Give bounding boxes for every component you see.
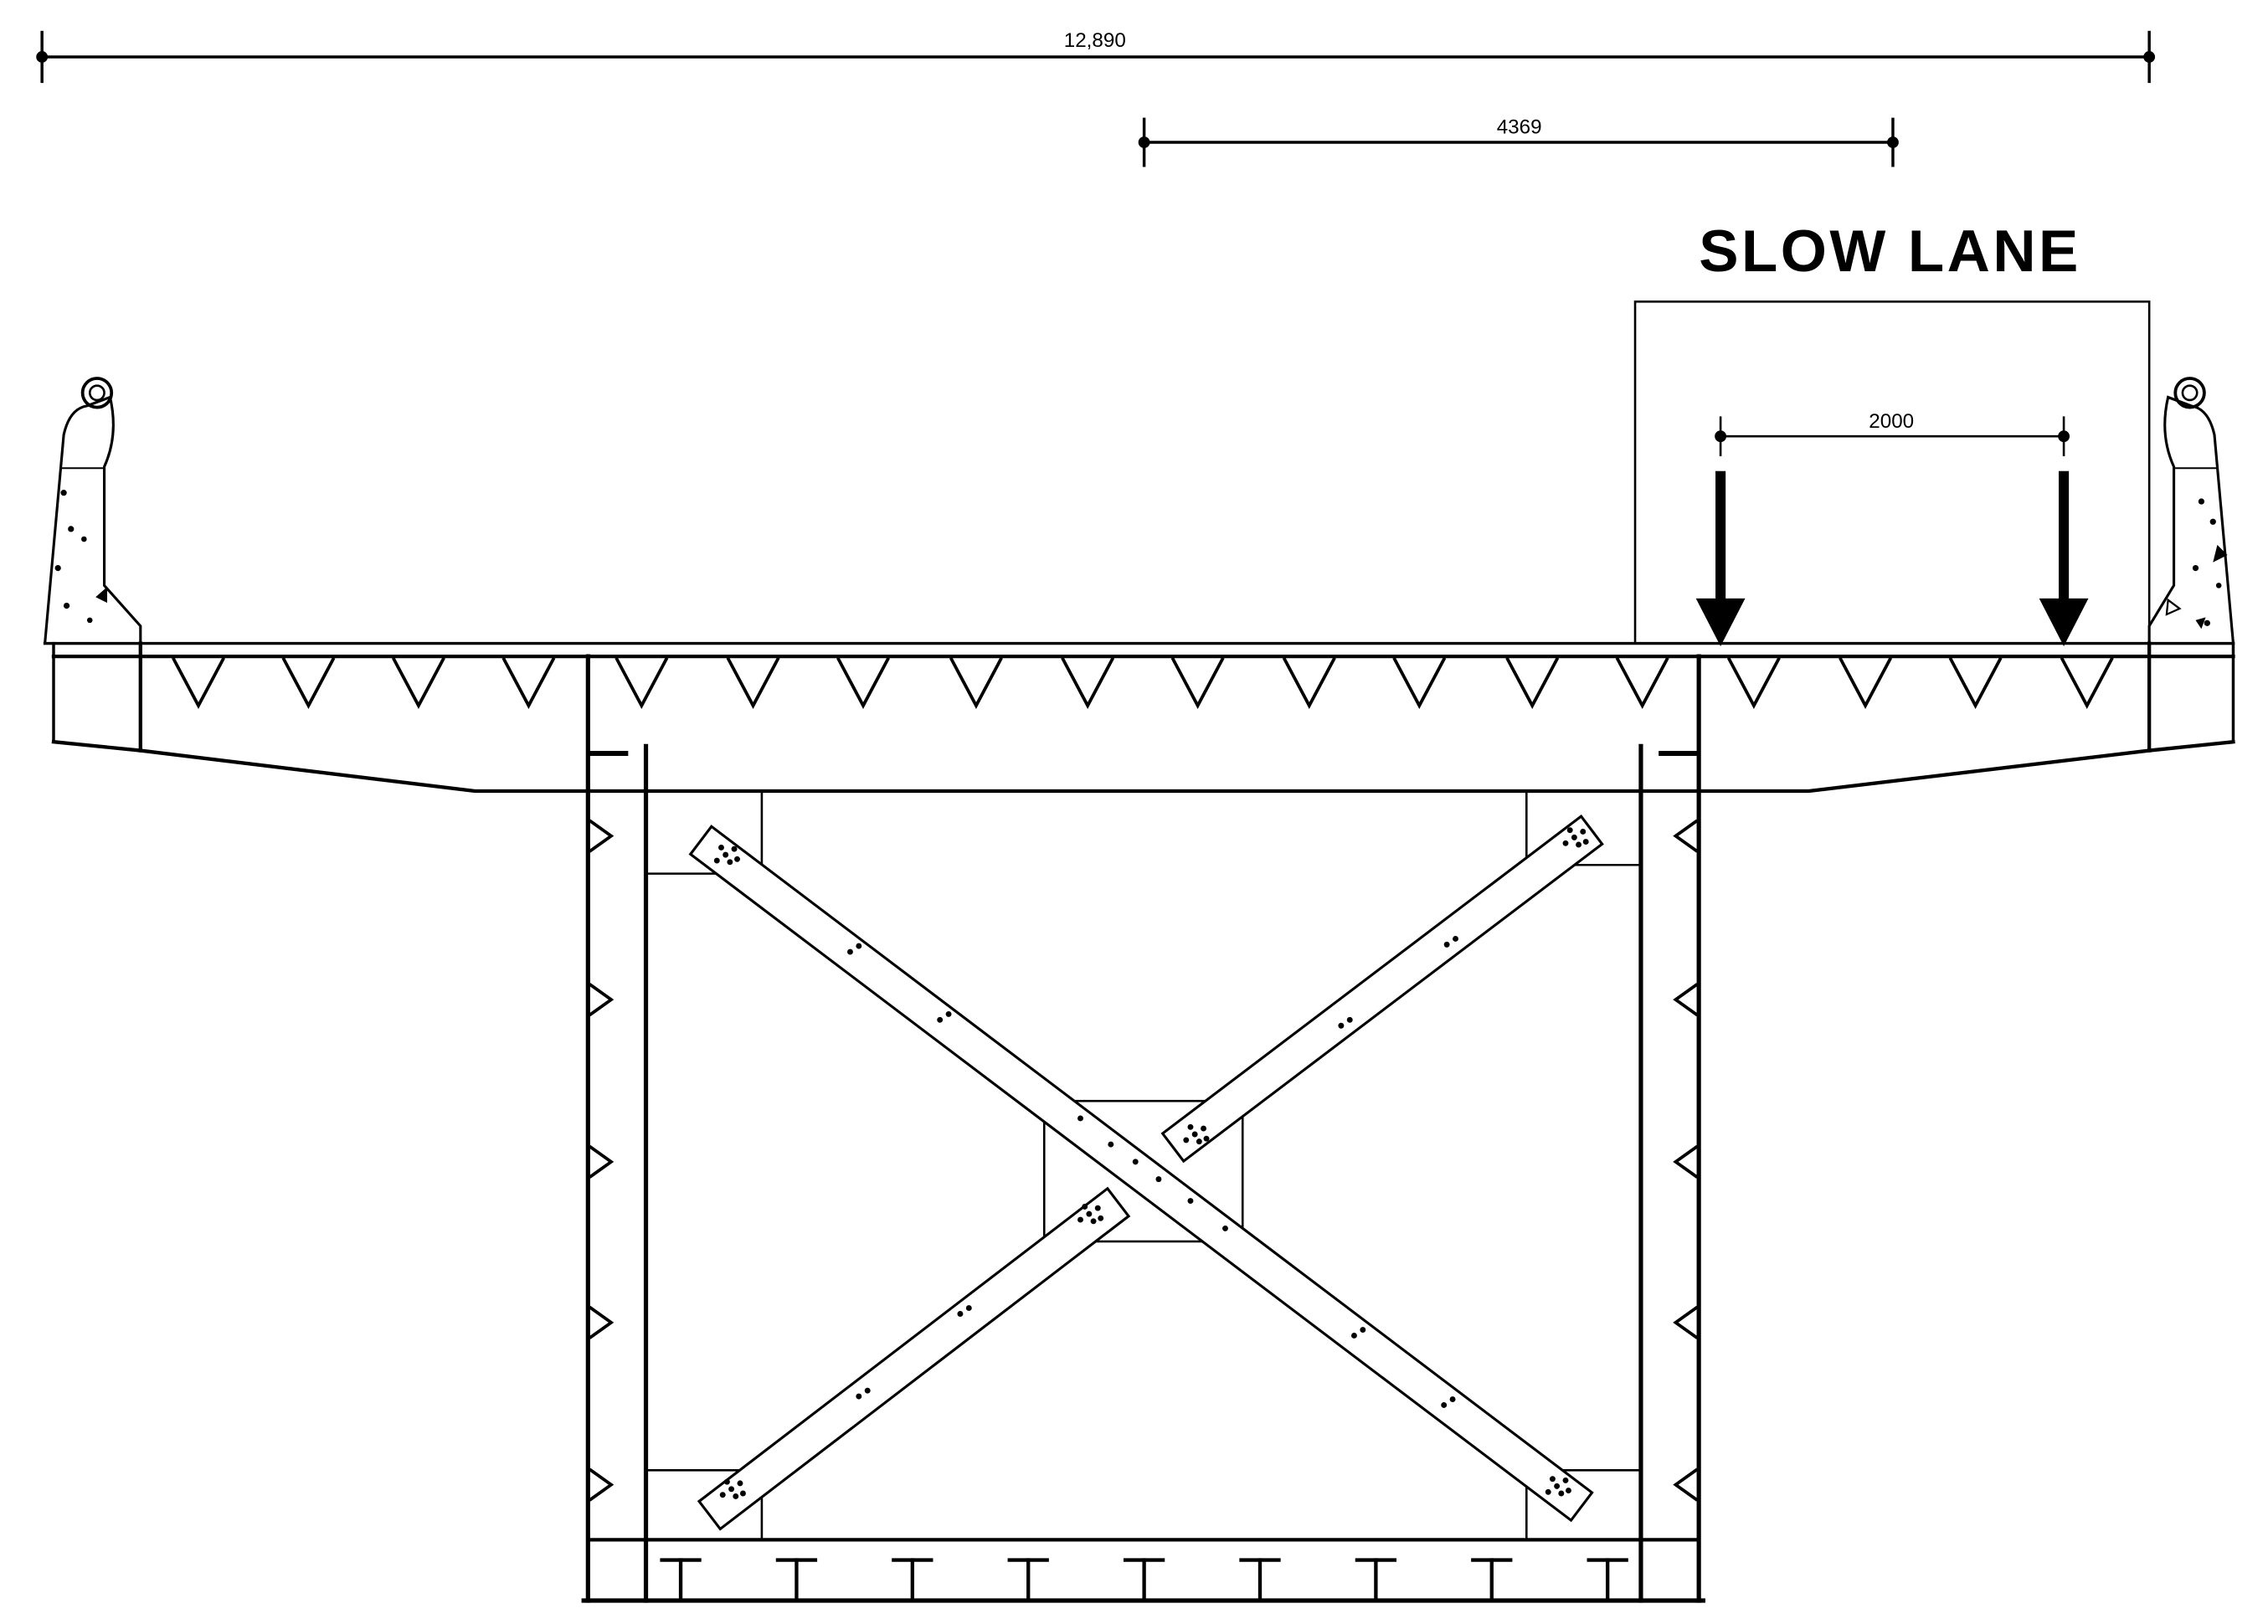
deck-rib <box>1282 657 1336 710</box>
web-stiffener-right <box>1673 819 1699 853</box>
deck-rib <box>501 657 556 710</box>
bolt-pair <box>1443 936 1458 948</box>
web-stiffener-left <box>589 819 615 853</box>
web-stiffener-right <box>1673 983 1699 1017</box>
slow-lane-box <box>1633 301 2151 645</box>
bolt-pair <box>957 1305 972 1317</box>
deck-plate <box>43 641 2235 753</box>
splice-bolt <box>1222 1225 1228 1231</box>
deck-rib <box>1726 657 1781 710</box>
down-arrow-icon <box>1695 470 1746 647</box>
bolt-pair <box>937 1010 952 1023</box>
splice-bolt <box>1077 1115 1083 1122</box>
brace-main-diagonal <box>688 825 1594 1523</box>
bottom-tee <box>1123 1558 1165 1601</box>
deck-soffit <box>51 739 2235 794</box>
deck-rib <box>1392 657 1447 710</box>
bolt-pair <box>1350 1327 1366 1339</box>
deck-rib <box>391 657 445 710</box>
axle-spacing-label: 2000 <box>1869 410 1914 433</box>
bottom-tee <box>892 1558 933 1601</box>
brace-upper-right <box>1160 814 1604 1164</box>
deck-rib <box>726 657 780 710</box>
dimension-overall-width <box>36 30 2156 84</box>
overall-width-label: 12,890 <box>1064 29 1126 52</box>
dimension-center-offset <box>1138 117 1899 167</box>
web-stiffener-right <box>1673 1144 1699 1179</box>
slow-lane-title: SLOW LANE <box>1699 218 2081 285</box>
bolt-group <box>719 1478 746 1499</box>
web-stiffener-left <box>589 1144 615 1179</box>
splice-bolt <box>1108 1141 1114 1148</box>
deck-rib <box>1839 657 1893 710</box>
deck-trough-ribs <box>172 657 2114 710</box>
dimension-axle-spacing <box>1715 416 2070 456</box>
deck-rib <box>836 657 890 710</box>
deck-rib <box>1615 657 1669 710</box>
bolt-pair <box>1338 1016 1353 1029</box>
deck-rib <box>1948 657 2003 710</box>
deck-rib <box>1505 657 1560 710</box>
center-offset-label: 4369 <box>1497 116 1542 139</box>
deck-rib <box>1170 657 1225 710</box>
web-stiffener-right <box>1673 1467 1699 1502</box>
web-stiffener-left <box>589 1305 615 1339</box>
bottom-tee <box>775 1558 818 1601</box>
splice-bolt <box>1155 1176 1162 1183</box>
bottom-tee-stiffeners <box>660 1558 1628 1601</box>
web-stiffener-right <box>1673 1305 1699 1339</box>
bolt-group <box>713 845 740 866</box>
bottom-tee <box>1587 1558 1628 1601</box>
web-stiffener-left <box>589 1467 615 1502</box>
bottom-tee <box>1239 1558 1281 1601</box>
bottom-tee <box>1007 1558 1049 1601</box>
box-girder-webs <box>585 654 1701 1603</box>
bolt-pair <box>1441 1396 1456 1408</box>
bolt-group <box>1545 1476 1571 1497</box>
bolt-pair <box>856 1387 871 1400</box>
splice-bolt <box>1187 1198 1194 1205</box>
splice-bolt <box>1132 1159 1139 1165</box>
cross-bracing <box>688 814 1604 1531</box>
deck-rib <box>2060 657 2114 710</box>
web-stiffener-left <box>589 983 615 1017</box>
bolt-group <box>1077 1204 1104 1225</box>
bolt-pair <box>846 943 862 955</box>
down-arrow-icon <box>2039 470 2089 647</box>
deck-rib <box>1061 657 1115 710</box>
deck-rib <box>949 657 1003 710</box>
bolt-groups <box>713 827 1589 1499</box>
bottom-tee <box>1471 1558 1513 1601</box>
web-stiffeners <box>589 819 1699 1502</box>
concrete-parapet-icon <box>43 377 142 645</box>
bottom-tee <box>1355 1558 1397 1601</box>
deck-rib <box>615 657 669 710</box>
bolt-group <box>1183 1123 1210 1145</box>
concrete-parapet-icon <box>2147 377 2235 645</box>
bolt-group <box>1562 827 1589 848</box>
bottom-tee <box>660 1558 702 1601</box>
brace-lower-left <box>697 1186 1131 1531</box>
deck-rib <box>281 657 336 710</box>
deck-rib <box>172 657 225 710</box>
